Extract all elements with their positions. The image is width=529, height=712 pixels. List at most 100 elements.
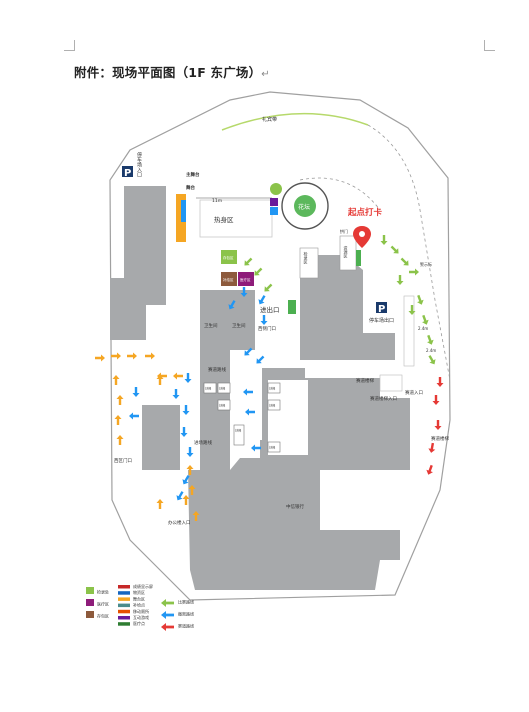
legend-swatch	[118, 591, 130, 595]
route-arrow-icon	[156, 499, 164, 509]
route-arrow-icon	[145, 352, 155, 360]
stage-label: 舞台	[186, 184, 195, 191]
route-arrow-icon	[434, 420, 442, 430]
race-stairs-entrance-label: 赛道楼梯入口	[370, 395, 397, 402]
stair-block	[217, 382, 231, 394]
building-sw	[142, 405, 180, 470]
route-arrow-icon	[186, 465, 194, 475]
route-arrow-icon	[111, 352, 121, 360]
stair-block	[233, 424, 245, 446]
legend-arrow-icon	[161, 611, 174, 619]
legend-label: 医疗区	[97, 601, 109, 607]
route-arrow-icon	[260, 315, 268, 325]
stair-block	[267, 399, 281, 411]
stair-label: 扶梯	[235, 428, 241, 433]
flower-bed	[294, 195, 316, 217]
route-arrow-icon	[426, 464, 433, 475]
booth-green-label: 存包区	[223, 255, 234, 260]
location-pin-icon	[353, 226, 371, 248]
legend-swatch	[118, 603, 130, 608]
route-arrow-icon	[132, 387, 140, 397]
route-arrow-icon	[428, 442, 436, 453]
route-arrow-icon	[258, 295, 266, 305]
exit-marker	[288, 300, 296, 314]
route-arrow-icon	[254, 267, 263, 276]
west-gate-label: 西侧门口	[258, 325, 276, 332]
resource-zone-label: 资源区	[344, 245, 349, 258]
route-arrow-icon	[243, 388, 253, 396]
building-east-block	[372, 398, 410, 470]
dashed-route-right	[367, 124, 451, 381]
route-arrow-icon	[182, 405, 190, 415]
building-main	[188, 368, 400, 590]
legend-swatch	[118, 622, 130, 626]
route-arrow-icon	[244, 257, 253, 266]
route-arrow-icon	[436, 377, 444, 387]
legend-label: 检录处	[97, 589, 109, 595]
legend-arrow-icon	[161, 599, 174, 607]
legend-swatch	[86, 599, 94, 606]
buildings	[110, 186, 410, 590]
route-arrow-icon	[422, 314, 429, 325]
warning-sign-label: 警示标	[420, 261, 432, 267]
crop-mark-top-left	[64, 40, 75, 51]
stair-entrance-box	[379, 374, 403, 392]
route-arrow-icon	[188, 485, 196, 495]
race-stairs-label: 赛道楼梯	[356, 377, 374, 384]
route-arrow-icon	[245, 408, 255, 416]
building-west-top	[124, 186, 166, 305]
route-arrow-icon	[182, 495, 190, 505]
route-arrow-icon	[176, 491, 184, 501]
start-checkin-label: 起点打卡	[347, 207, 383, 218]
legend-label: 存包区	[97, 613, 109, 619]
red-carpet-label: 礼宾带	[262, 116, 277, 123]
legend-swatch	[86, 611, 94, 618]
legend-swatch	[118, 616, 130, 620]
check-in-zone-label: 检录区	[304, 251, 309, 264]
marker-green-circle	[270, 183, 282, 195]
stair-label: 扶梯	[219, 386, 225, 391]
building-central-mid	[200, 350, 230, 470]
route-arrow-icon	[116, 395, 124, 405]
stair-block	[267, 441, 281, 453]
legend-label: 舞台区	[133, 595, 145, 601]
route-arrow-icon	[390, 245, 399, 254]
parking-icon: P	[376, 302, 387, 315]
booth-brown	[221, 272, 237, 286]
route-arrow-icon	[256, 355, 265, 364]
legend-label: 互动游戏	[133, 614, 149, 620]
stair-label: 扶梯	[205, 386, 211, 391]
stage-screen	[181, 200, 186, 222]
lane-right	[403, 295, 415, 367]
legend-label: 比赛路线	[178, 599, 194, 605]
route-arrow-icon	[408, 305, 416, 315]
citic-bank-label: 中信银行	[286, 503, 304, 510]
restroom-label-1: 卫生间	[204, 322, 218, 329]
parking-exit-label: 停车场出口	[369, 317, 394, 324]
arch-label: 拱门	[340, 228, 348, 234]
stair-label: 扶梯	[219, 403, 225, 408]
route-arrow-icon	[129, 412, 139, 420]
legend-label: 移动厕所	[133, 608, 149, 614]
legend-label: 补给点	[133, 602, 145, 608]
route-arrow-icon	[180, 427, 188, 437]
marker-purple	[270, 198, 278, 206]
legend-label: 成绩显示屏	[133, 583, 153, 589]
route-arrow-icon	[156, 375, 164, 385]
legend-label: 医疗点	[133, 620, 145, 626]
route-arrow-icon	[95, 354, 105, 362]
exit-label: 进出口	[260, 305, 280, 314]
document-title: 附件：现场平面图（1F 东广场）↵	[74, 65, 270, 80]
legend-label: 赛道路线	[178, 623, 194, 629]
entry-route-label: 进场路线	[194, 439, 212, 446]
width-label: 11m	[212, 198, 222, 204]
route-arrow-icon	[428, 355, 436, 365]
route-arrow-icon	[264, 283, 273, 292]
building-central-top	[200, 290, 255, 350]
svg-text:P: P	[378, 304, 385, 315]
route-arrow-icon	[184, 373, 192, 383]
booth-green	[221, 250, 237, 264]
distance-label-1: 2.4m	[418, 326, 428, 331]
stair-label: 扶梯	[269, 386, 275, 391]
